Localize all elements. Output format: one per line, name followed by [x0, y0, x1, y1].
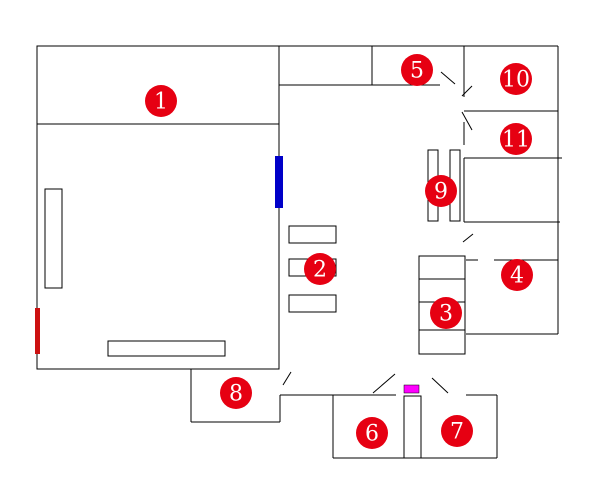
- marker-circle: [500, 63, 532, 95]
- marker-label: 5: [410, 59, 424, 84]
- marker-label: 8: [229, 382, 243, 407]
- room-1-bench-vertical: [44, 188, 63, 289]
- marker-circle: [220, 377, 252, 409]
- marker-11: 11: [500, 123, 532, 155]
- room-1-bench-horizontal: [107, 340, 226, 357]
- room-10-door-b: [461, 111, 473, 131]
- partition-6-7: [403, 395, 422, 459]
- marker-label: 9: [434, 180, 448, 205]
- table-1: [288, 225, 337, 244]
- room-10-door-a: [461, 85, 473, 97]
- marker-circle: [430, 297, 462, 329]
- marker-circle: [401, 54, 433, 86]
- marker-10: 10: [500, 63, 532, 95]
- marker-label: 3: [439, 302, 453, 327]
- room-7-door: [431, 377, 449, 394]
- marker-label: 6: [365, 422, 379, 447]
- red-door: [35, 308, 40, 354]
- right-rooms: [461, 46, 562, 335]
- marker-circle: [441, 415, 473, 447]
- bottom-rooms: [190, 369, 498, 459]
- marker-circle: [304, 253, 336, 285]
- room-1: [35, 45, 283, 370]
- marker-circle: [500, 123, 532, 155]
- marker-label: 4: [510, 264, 524, 289]
- marker-label: 7: [450, 420, 464, 445]
- marker-label: 2: [313, 258, 327, 283]
- magenta-box: [403, 384, 420, 394]
- marker-9: 9: [425, 175, 457, 207]
- marker-7: 7: [441, 415, 473, 447]
- marker-4: 4: [501, 259, 533, 291]
- marker-label: 1: [154, 90, 168, 115]
- marker-3: 3: [430, 297, 462, 329]
- room-6-door: [372, 373, 396, 394]
- marker-label: 11: [502, 128, 530, 153]
- marker-6: 6: [356, 417, 388, 449]
- marker-circle: [425, 175, 457, 207]
- marker-circle: [145, 85, 177, 117]
- marker-circle: [356, 417, 388, 449]
- marker-1: 1: [145, 85, 177, 117]
- marker-8: 8: [220, 377, 252, 409]
- table-3: [288, 294, 337, 313]
- marker-5: 5: [401, 54, 433, 86]
- marker-circle: [501, 259, 533, 291]
- room-5-door: [440, 71, 456, 85]
- room-4-door: [462, 233, 474, 243]
- room-8-door: [282, 371, 292, 386]
- markers: 1 2 3 4 5 6 7 8 9 10 11: [145, 54, 533, 449]
- marker-2: 2: [304, 253, 336, 285]
- blue-door: [275, 156, 283, 208]
- marker-label: 10: [502, 68, 530, 93]
